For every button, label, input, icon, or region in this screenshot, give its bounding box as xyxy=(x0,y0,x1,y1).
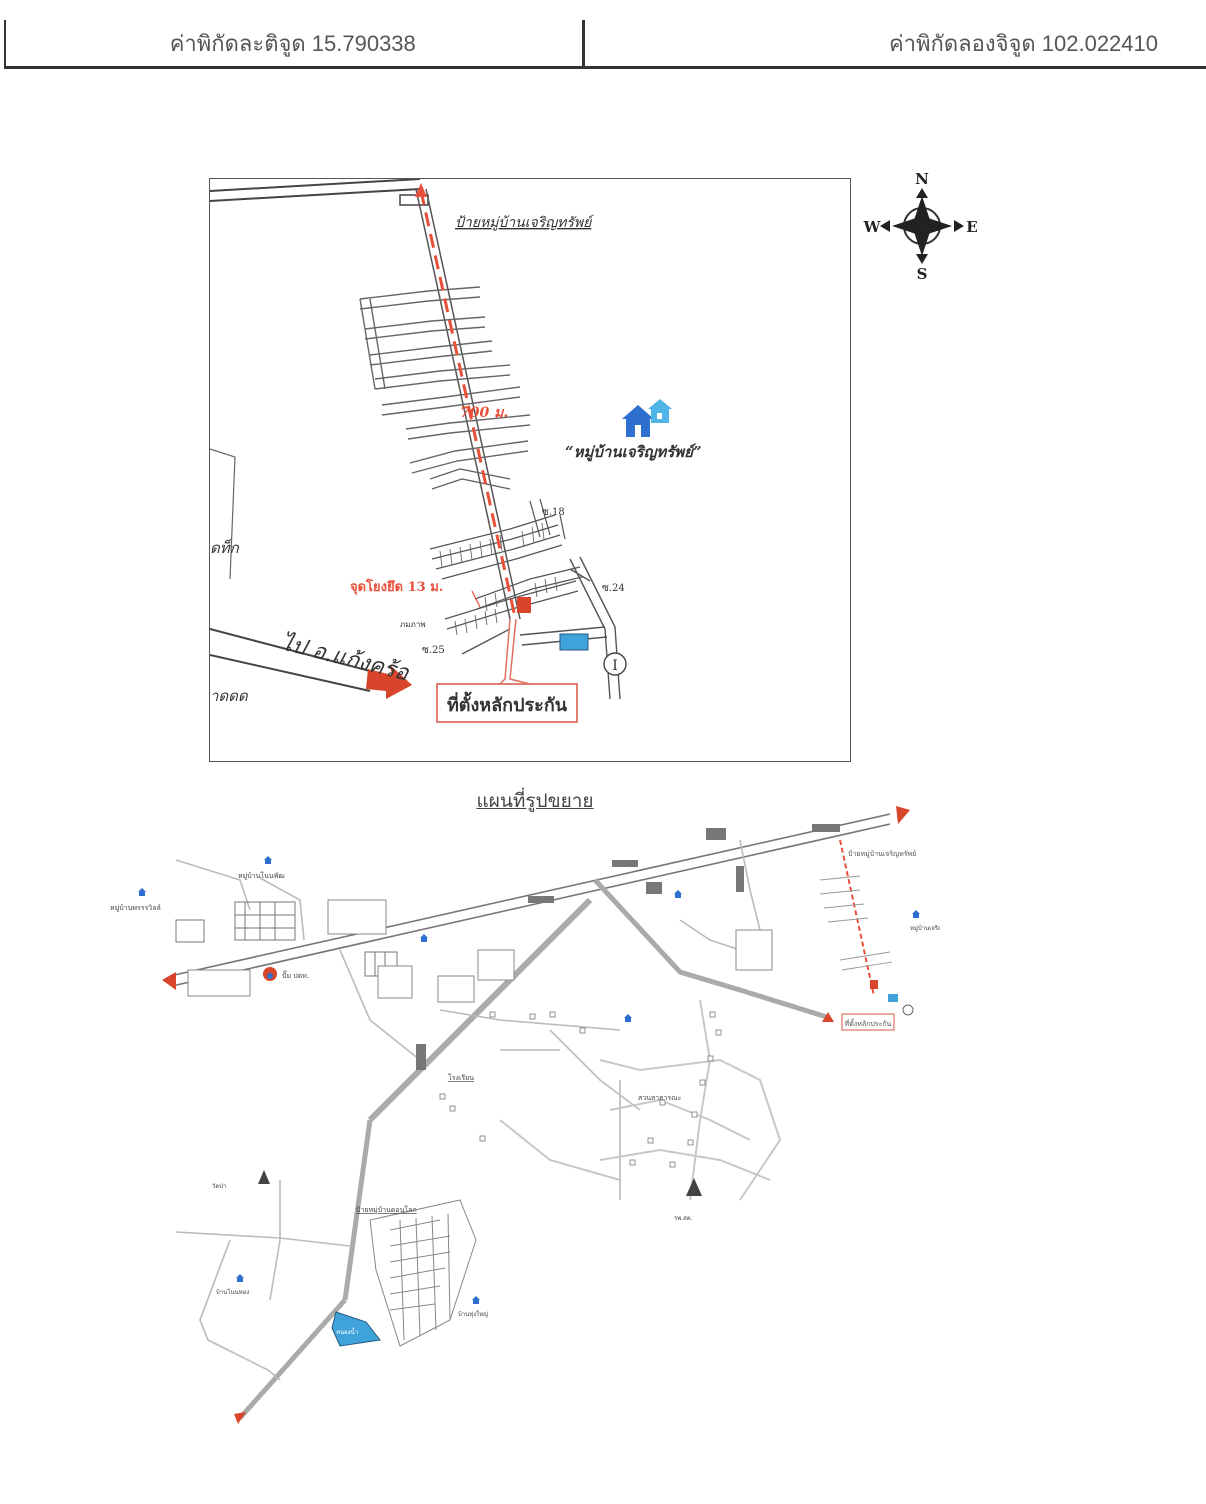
town-small-houses xyxy=(439,1011,722,1168)
pin-road-arrow-icon xyxy=(822,1012,834,1022)
right-village-grid xyxy=(819,875,893,971)
southwest-roads xyxy=(175,1180,351,1381)
town-network xyxy=(499,999,782,1201)
zoom-hospital-label: รพ.สต. xyxy=(674,1215,693,1222)
house-icon xyxy=(622,399,672,437)
dark-buildings xyxy=(416,824,840,1070)
circle-marker-text: I xyxy=(612,658,618,674)
south-road-1 xyxy=(367,897,593,1123)
left-partial-road xyxy=(210,448,236,580)
zoom-small-village: บ้านโนนทอง xyxy=(216,1288,249,1296)
compass-w: W xyxy=(863,218,882,236)
village-name-label: “หมู่บ้านเจริญทรัพย์” xyxy=(565,443,702,462)
zoom-circle-marker xyxy=(902,1004,914,1016)
south-arrow-icon xyxy=(234,1412,246,1424)
zoom-school-label: โรงเรียน xyxy=(448,1073,474,1082)
southwest-village-grid xyxy=(369,1199,477,1347)
road-direction-label: ไป อ.แก้งคร้อ xyxy=(279,630,412,687)
gas-station-icon xyxy=(263,967,277,981)
temple-icon-2 xyxy=(686,1178,702,1196)
zoom-village-3: หมู่บ้านเจริญทรัพย์ xyxy=(910,924,940,932)
top-road-2 xyxy=(210,188,421,202)
upper-side-sois xyxy=(359,286,531,490)
blue-building xyxy=(559,633,589,651)
highway-bottom xyxy=(210,654,371,692)
distance-label: 700 ม. xyxy=(460,405,508,421)
zoom-map-svg: ที่ตั้งหลักประกัน ป้ายหมู่บ้านเจริญทรัพย… xyxy=(110,806,958,1424)
pin-label-box xyxy=(436,683,578,723)
zoom-gate-label-2: ป้ายหมู่บ้านดอนโลก xyxy=(356,1205,417,1214)
lake-area xyxy=(331,1311,381,1347)
village-gate-label: ป้ายหมู่บ้านเจริญทรัพย์ xyxy=(455,214,594,231)
route-arrow-icon xyxy=(415,183,427,197)
pin-leader-2 xyxy=(509,618,551,690)
small-map-label: ภมภาพ xyxy=(400,620,426,629)
zoom-village-1: หมู่บ้านโนนพัฒ xyxy=(238,871,285,880)
zoom-pin-icon xyxy=(870,980,878,989)
main-map-svg: I ที่ตั้งหลักประกัน ป้ายหมู่บ้านเจริญทรั… xyxy=(210,179,702,723)
zoom-park-label: สวนสาธารณะ xyxy=(638,1094,682,1102)
red-route-line xyxy=(419,190,517,618)
red-arrow-icon xyxy=(366,665,412,699)
top-road-1 xyxy=(210,179,421,192)
soi-24-label: ซ.24 xyxy=(602,583,625,594)
zoom-map-title: แผนที่รูปขยาย xyxy=(476,790,594,812)
zoom-house-icons xyxy=(138,856,920,1304)
zoom-pin-label-box xyxy=(841,1013,895,1031)
compass-rose-icon: N S W E xyxy=(862,170,982,283)
left-village-grid xyxy=(175,901,398,977)
zoom-pin-label: ที่ตั้งหลักประกัน xyxy=(845,1017,892,1028)
south-road-3 xyxy=(238,1298,347,1420)
zoom-blue-building xyxy=(888,994,898,1002)
west-arrow-icon xyxy=(162,972,176,990)
soi-25-label: ซ.25 xyxy=(422,645,445,656)
compass-s: S xyxy=(917,265,928,282)
junction-leader xyxy=(471,590,481,608)
compass-e: E xyxy=(966,218,977,236)
latitude-text: ค่าพิกัดละติจูด 15.790338 xyxy=(169,30,416,56)
left-partial-label-2: าดดด xyxy=(210,687,249,705)
highway-line-2 xyxy=(171,823,891,987)
left-area-roads xyxy=(175,839,761,1111)
label-boxes xyxy=(187,899,773,1003)
zoom-pump-label: ปั๊ม ปตท. xyxy=(282,970,309,980)
compass-n: N xyxy=(915,170,929,188)
zoom-temple-label: วัดป่า xyxy=(212,1183,226,1190)
zoom-small-village-2: บ้านทุ่งใหญ่ xyxy=(458,1310,488,1318)
lower-right-roads xyxy=(461,556,621,700)
longitude-text: ค่าพิกัดลองจิจูด 102.022410 xyxy=(888,30,1158,56)
longitude-cell: ค่าพิกัดลองจิจูด 102.022410 xyxy=(585,20,1206,66)
zoom-gate-label: ป้ายหมู่บ้านเจริญทรัพย์ xyxy=(848,850,916,858)
south-road-2 xyxy=(342,1119,373,1301)
temple-icon xyxy=(258,1170,270,1184)
latitude-cell: ค่าพิกัดละติจูด 15.790338 xyxy=(6,20,585,66)
pin-marker-icon xyxy=(517,597,531,613)
junction-label: จุดโยงยึด 13 ม. xyxy=(350,578,443,595)
highway-top xyxy=(210,628,371,672)
pin-road xyxy=(593,878,831,1021)
zoom-village-2: หมู่บ้านพรรรวิลล์ xyxy=(110,904,161,912)
main-location-map: I ที่ตั้งหลักประกัน ป้ายหมู่บ้านเจริญทรั… xyxy=(209,178,851,762)
compass-svg: N S W E xyxy=(863,170,978,283)
zoom-lake-label: หนองน้ำ xyxy=(336,1326,358,1336)
left-partial-label-1: ุดท็ก xyxy=(210,539,240,557)
zoom-overview-map: ที่ตั้งหลักประกัน ป้ายหมู่บ้านเจริญทรัพย… xyxy=(100,800,958,1440)
highway-line-1 xyxy=(169,813,891,977)
pin-label-text: ที่ตั้งหลักประกัน xyxy=(447,691,568,716)
zoom-route-line xyxy=(839,839,875,997)
grid-hatching xyxy=(439,522,558,636)
dense-grid-blocks xyxy=(429,498,583,630)
soi-18-label: ซ.18 xyxy=(542,507,565,518)
main-soi-right xyxy=(425,188,521,620)
east-arrow-icon xyxy=(896,806,910,824)
coordinate-header: ค่าพิกัดละติจูด 15.790338 ค่าพิกัดลองจิจ… xyxy=(4,20,1206,69)
circle-marker xyxy=(603,652,627,676)
